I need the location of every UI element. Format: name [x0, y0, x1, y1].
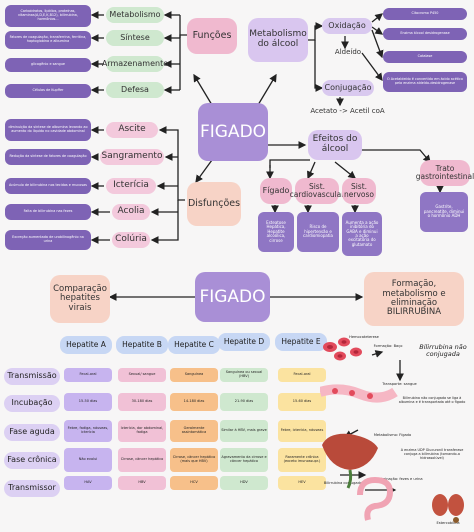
hep-cell-r4-c2: HCV [170, 476, 218, 490]
funcoes-detail-1: Fatores de coagulação, transferrina, fer… [5, 31, 91, 49]
node-comparacao: Comparação hepatites virais [50, 275, 110, 323]
node-efeitos-alcool: Efeitos do álcool [308, 130, 362, 160]
efeito-nervoso: Sist. nervoso [342, 178, 376, 204]
efeito-figado-detail: Esteatose Hepática, Hepatite alcoólica, … [258, 212, 294, 252]
hep-cell-r4-c0: HAV [64, 476, 112, 490]
disf-detail-3: Falta de bilirrubina nas fezes [5, 204, 91, 220]
hep-cell-r1-c2: 14-180 dias [170, 393, 218, 411]
node-formacao-bilirrubina: Formação, metabolismo e eliminação BILIR… [364, 272, 464, 326]
node-oxidacao: Oxidação [322, 18, 372, 34]
liver-icon [322, 433, 378, 489]
label-acetato: Acetato -> Acetil coA [310, 107, 385, 116]
efeito-cardiovascular: Sist. cardiovascular [290, 178, 344, 204]
hep-cell-r0-c4: Fecal-oral [278, 368, 326, 382]
efeito-gastro-detail: Gastrite, pancreatite, diminui o hormôni… [420, 192, 468, 232]
hep-cell-r4-c3: HDV [220, 476, 268, 490]
hep-cell-r1-c1: 30-180 dias [118, 393, 166, 411]
node-disfuncoes: Disfunções [187, 182, 241, 226]
bili-conjugada: Bilirrubina conjugada [323, 481, 363, 486]
bili-transporte: Transporte: sangue [382, 382, 417, 387]
bili-heading: Bilirrubina não conjugada [419, 342, 467, 358]
bili-formacao: Formação: Baço [373, 344, 403, 349]
efeito-figado: Fígado [260, 178, 292, 204]
hep-cell-r0-c3: Sanguínea ou sexual (HBV) [220, 368, 268, 382]
hep-cell-r3-c2: Cirrose, câncer hepático (mais que HBV) [170, 448, 218, 472]
funcoes-detail-3: Células de Kupffer [5, 84, 91, 98]
bili-estercobilina: Estercobilina [436, 521, 460, 526]
bottom-center-figado: FIGADO [195, 272, 270, 322]
disf-detail-0: diminuição da síntese de albumina levand… [5, 119, 91, 141]
hep-cell-r0-c0: Fecal-oral [64, 368, 112, 382]
disf-item-1: Sangramento [100, 149, 164, 165]
hep-cell-r3-c4: Raramente crônica (exceto imunossupr.) [278, 448, 326, 472]
hep-cell-r1-c3: 21-90 dias [220, 393, 268, 411]
oxid-detail-1: Enzima álcool desidrogenase [383, 28, 467, 40]
funcoes-item-1: Síntese [106, 30, 164, 46]
node-metabolismo-alcool: Metabolismo do álcool [248, 18, 308, 62]
intestine-icon [357, 476, 394, 521]
blood-vessel-icon [320, 384, 398, 403]
efeito-gastro: Trato gastrointestinal [416, 160, 474, 186]
label-aldeido: Aldeído [334, 48, 362, 57]
hep-cell-r0-c1: Sexual/ sangue [118, 368, 166, 382]
efeito-cardio-detail: Risco de hipertensão e cardiomiopatia [297, 212, 339, 252]
hep-cell-r2-c2: Geralmente assintomática [170, 420, 218, 442]
hep-header-e: Hepatite E [275, 333, 327, 351]
oxid-detail-2: Catalase [383, 51, 467, 63]
hep-header-c: Hepatite C [168, 336, 220, 354]
hep-cell-r1-c0: 15-50 dias [64, 393, 112, 411]
funcoes-detail-2: glicogênio e sangue [5, 58, 91, 72]
row-label-fase-cronica: Fase crônica [4, 452, 60, 469]
hep-cell-r0-c2: Sanguínea [170, 368, 218, 382]
red-blood-cells-icon [323, 337, 362, 361]
row-label-transmissor: Transmissor [4, 480, 60, 497]
hep-cell-r4-c4: HEV [278, 476, 326, 490]
node-conjugacao: Conjugação [322, 80, 374, 96]
hep-cell-r3-c1: Cirrose, câncer hepático [118, 448, 166, 472]
funcoes-item-0: Metabolismo [106, 7, 164, 23]
bili-hemocateterese: Hemocateterese [349, 335, 379, 340]
disf-item-3: Acolia [112, 204, 150, 220]
aldeido-detail: O Acetaldeído é convertido em ácido acét… [383, 72, 467, 92]
hep-header-a: Hepatite A [60, 336, 112, 354]
hep-header-b: Hepatite B [116, 336, 168, 354]
hep-cell-r2-c1: Icterícia, dor abdominal, fadiga [118, 420, 166, 442]
funcoes-detail-0: Carboidratos, lipídios, proteínas, vitam… [5, 5, 91, 27]
hep-cell-r2-c4: Febre, icterícia, náuseas [278, 420, 326, 442]
hep-cell-r3-c0: Não evolui [64, 448, 112, 472]
disf-detail-1: Redução da síntese de fatores de coagula… [5, 149, 91, 165]
hep-cell-r1-c4: 15-60 dias [278, 393, 326, 411]
node-funcoes: Funções [187, 18, 237, 54]
bilirrubina-illustration [320, 337, 464, 523]
bili-albumina: Bilirrubina não conjugada se liga à albu… [398, 396, 466, 404]
efeito-nervoso-detail: Aumenta a ação inibitória do GABA e dimi… [342, 212, 382, 256]
row-label-incubacao: Incubação [4, 395, 60, 412]
hep-cell-r3-c3: Agravamento da cirrose e câncer hepático [220, 448, 268, 472]
row-label-transmissao: Transmissão [4, 368, 60, 385]
disf-item-2: Icterícia [106, 178, 156, 194]
bili-udp: A enzima UDP Glucuronil transferase conj… [400, 448, 464, 460]
disf-detail-2: Acúmulo de bilirrubina nos tecidos e muc… [5, 178, 91, 194]
hep-cell-r2-c3: Similar à HBV, mais grave [220, 420, 268, 442]
disf-detail-4: Excreção aumentada de urobilinogênio na … [5, 230, 91, 250]
hep-cell-r4-c1: HBV [118, 476, 166, 490]
center-node-figado: FIGADO [198, 103, 268, 161]
oxid-detail-0: Citocromo P450 [383, 8, 467, 20]
funcoes-item-3: Defesa [106, 82, 164, 98]
row-label-fase-aguda: Fase aguda [4, 424, 60, 441]
bili-eliminacao: Eliminação: fezes e urina [377, 477, 423, 482]
hep-cell-r2-c0: Febre, fadiga, náuseas, icterícia [64, 420, 112, 442]
hep-header-d: Hepatite D [218, 333, 270, 351]
disf-item-0: Ascite [106, 122, 158, 138]
kidney-icon [432, 494, 464, 523]
disf-item-4: Colúria [112, 232, 150, 248]
funcoes-item-2: Armazenamento [102, 56, 168, 72]
bili-metabolismo: Metabolismo: Fígado [373, 433, 412, 438]
